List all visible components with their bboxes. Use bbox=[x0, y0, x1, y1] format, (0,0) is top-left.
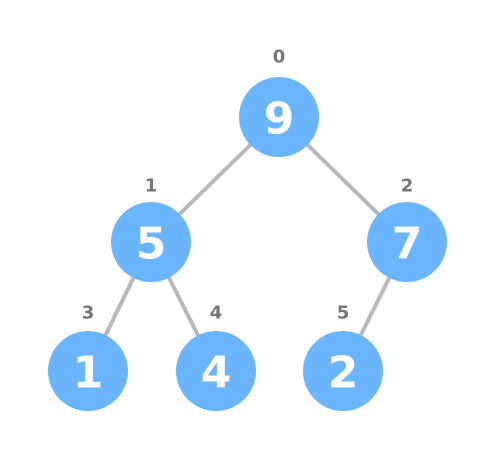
tree-node-4: 44 bbox=[176, 303, 256, 411]
node-index-label: 3 bbox=[82, 303, 95, 324]
node-value: 5 bbox=[136, 219, 167, 270]
node-circle bbox=[176, 331, 256, 411]
node-index-label: 5 bbox=[337, 303, 350, 324]
node-circle bbox=[239, 77, 319, 157]
node-index-label: 1 bbox=[145, 176, 158, 197]
tree-node-5: 52 bbox=[303, 303, 383, 411]
node-value: 1 bbox=[73, 348, 104, 399]
node-value: 4 bbox=[201, 348, 232, 399]
node-value: 7 bbox=[392, 219, 423, 270]
node-value: 9 bbox=[264, 94, 295, 145]
tree-node-3: 31 bbox=[48, 303, 128, 411]
node-index-label: 4 bbox=[210, 303, 223, 324]
node-circle bbox=[111, 202, 191, 282]
node-value: 2 bbox=[328, 348, 359, 399]
tree-node-1: 15 bbox=[111, 176, 191, 282]
tree-node-2: 27 bbox=[367, 176, 447, 282]
tree-node-0: 09 bbox=[239, 47, 319, 157]
node-circle bbox=[367, 202, 447, 282]
node-circle bbox=[303, 331, 383, 411]
node-index-label: 0 bbox=[273, 47, 286, 68]
node-circle bbox=[48, 331, 128, 411]
node-index-label: 2 bbox=[401, 176, 414, 197]
